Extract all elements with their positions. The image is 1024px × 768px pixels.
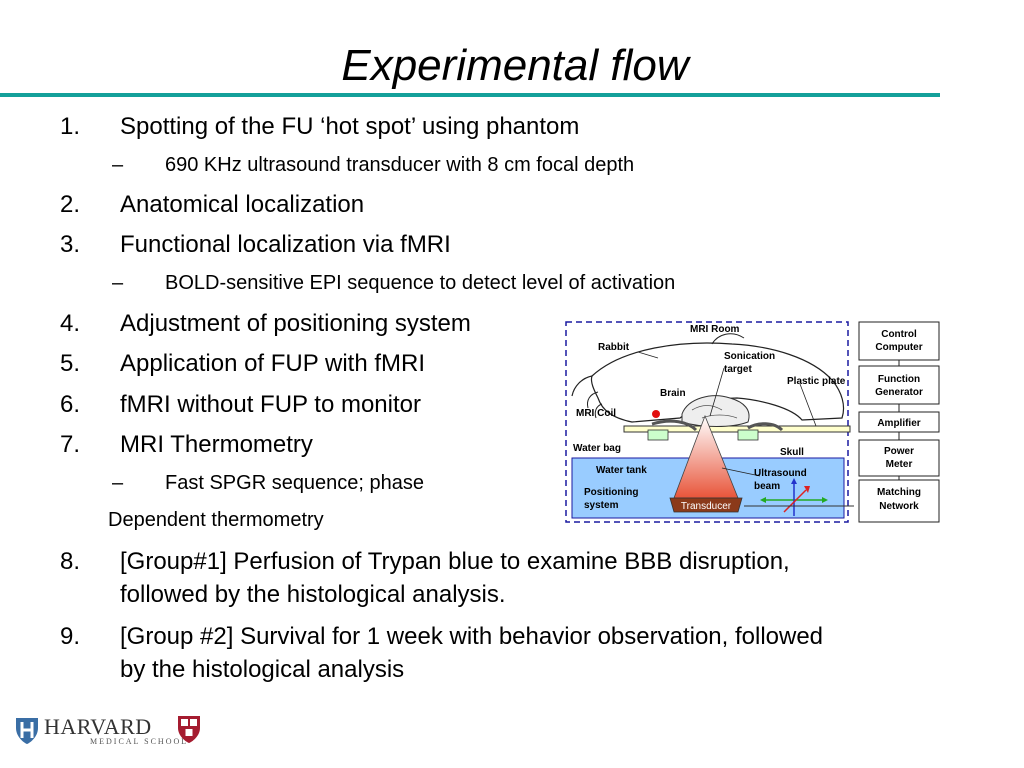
item-number: 6. <box>60 391 81 418</box>
item-number: 2. <box>60 191 81 218</box>
item-number: 8. <box>60 548 81 575</box>
item-text: [Group#1] Perfusion of Trypan blue to ex… <box>120 548 790 575</box>
svg-text:Amplifier: Amplifier <box>877 418 920 429</box>
function-generator-box: Function Generator <box>858 365 940 405</box>
label-rabbit: Rabbit <box>598 342 630 353</box>
label-target: target <box>724 364 752 375</box>
item-number: 1. <box>60 113 81 140</box>
label-system: system <box>584 500 619 511</box>
item-text: Anatomical localization <box>120 191 365 218</box>
item-text: Adjustment of positioning system <box>120 310 471 337</box>
item-text-line2: followed by the histological analysis. <box>120 581 506 608</box>
item-text: Spotting of the FU ‘hot spot’ using phan… <box>120 113 580 140</box>
sub-item-text: 690 KHz ultrasound transducer with 8 cm … <box>165 154 635 176</box>
z-axis-arrow <box>783 489 807 513</box>
label-beam: beam <box>754 481 780 492</box>
mri-coil <box>651 419 698 432</box>
label-water-bag: Water bag <box>573 443 621 454</box>
label-mri-room: MRI Room <box>690 324 740 335</box>
item-number: 9. <box>60 623 81 650</box>
label-water-tank: Water tank <box>596 465 647 476</box>
item-number: 5. <box>60 350 81 377</box>
sub-item-text: BOLD-sensitive EPI sequence to detect le… <box>165 272 676 294</box>
sub-item-dash: – <box>112 472 124 494</box>
logo-subtitle: MEDICAL SCHOOL <box>90 737 189 746</box>
item-text: MRI Thermometry <box>120 431 313 458</box>
item-text: [Group #2] Survival for 1 week with beha… <box>120 623 824 650</box>
matching-network-box: Matching Network <box>858 479 940 523</box>
label-positioning: Positioning <box>584 487 638 498</box>
item-number: 3. <box>60 231 81 258</box>
harvard-h-icon <box>16 718 38 744</box>
label-sonication: Sonication <box>724 351 775 362</box>
item-number: 4. <box>60 310 81 337</box>
title-underline <box>0 93 940 97</box>
harvard-logo: HARVARD MEDICAL SCHOOL <box>14 712 204 752</box>
svg-text:Matching: Matching <box>877 487 921 498</box>
label-transducer: Transducer <box>681 501 732 512</box>
label-plastic-plate: Plastic plate <box>787 376 846 387</box>
svg-text:Function: Function <box>878 374 920 385</box>
target-dot <box>652 410 660 418</box>
setup-diagram: MRI Room Rabbit Sonication target Plasti… <box>562 318 962 526</box>
item-number: 7. <box>60 431 81 458</box>
label-ultrasound: Ultrasound <box>754 468 807 479</box>
harvard-shield-icon <box>178 716 200 743</box>
plastic-plate <box>623 425 851 433</box>
svg-text:Computer: Computer <box>875 342 922 353</box>
label-brain: Brain <box>660 388 686 399</box>
sub-item-dash: – <box>112 154 124 176</box>
svg-text:Meter: Meter <box>886 459 913 470</box>
label-mri-coil: MRI Coil <box>576 408 616 419</box>
svg-text:Power: Power <box>884 446 914 457</box>
sub-item-dash: – <box>112 272 124 294</box>
water-bag <box>647 429 669 441</box>
item-text: fMRI without FUP to monitor <box>120 391 421 418</box>
mri-room-border <box>565 321 849 523</box>
setup-diagram-svg: MRI Room Rabbit Sonication target Plasti… <box>565 321 940 523</box>
continuation-text: Dependent thermometry <box>108 509 324 531</box>
svg-text:Control: Control <box>881 329 917 340</box>
logo-wordmark: HARVARD <box>44 714 152 739</box>
control-computer-box: Control Computer <box>858 321 940 361</box>
item-text-line2: by the histological analysis <box>120 656 405 683</box>
svg-text:Generator: Generator <box>875 387 923 398</box>
transducer <box>669 497 743 513</box>
slide-title: Experimental flow <box>341 41 689 90</box>
svg-text:Network: Network <box>879 501 919 512</box>
item-text: Application of FUP with fMRI <box>120 350 426 377</box>
power-meter-box: Power Meter <box>858 439 940 477</box>
label-skull: Skull <box>780 447 804 458</box>
brain <box>681 395 750 427</box>
amplifier-box: Amplifier <box>858 411 940 433</box>
rabbit-outline <box>590 342 845 423</box>
sub-item-text: Fast SPGR sequence; phase <box>165 472 425 494</box>
item-text: Functional localization via fMRI <box>120 231 451 258</box>
